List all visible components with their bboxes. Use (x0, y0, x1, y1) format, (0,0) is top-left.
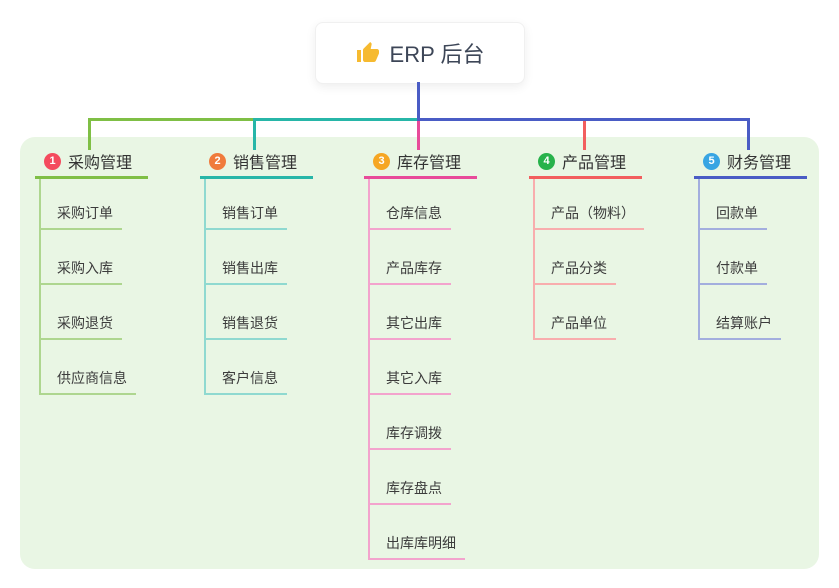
branch-header-5[interactable]: 5 财务管理 (694, 146, 807, 179)
connector-drop (417, 121, 420, 150)
child-node[interactable]: 结算账户 (698, 312, 781, 340)
child-node[interactable]: 采购退货 (39, 312, 122, 340)
branch-trunk-line (698, 179, 700, 340)
child-node[interactable]: 产品（物料） (533, 202, 644, 230)
child-node[interactable]: 采购入库 (39, 257, 122, 285)
child-node[interactable]: 付款单 (698, 257, 767, 285)
branch-label: 采购管理 (68, 155, 133, 172)
branch-label: 产品管理 (562, 155, 627, 172)
root-connector-line (417, 82, 420, 121)
branch-label: 库存管理 (397, 155, 462, 172)
child-node[interactable]: 库存盘点 (368, 477, 451, 505)
child-node[interactable]: 其它入库 (368, 367, 451, 395)
connector-drop (747, 118, 750, 150)
connector-drop (253, 118, 256, 150)
root-node-label: ERP 后台 (389, 42, 485, 67)
branch-header-1[interactable]: 1 采购管理 (35, 146, 148, 179)
branch-trunk-line (533, 179, 535, 340)
branch-number-badge: 1 (44, 152, 61, 170)
branch-header-4[interactable]: 4 产品管理 (529, 146, 642, 179)
child-node[interactable]: 销售退货 (204, 312, 287, 340)
child-node[interactable]: 客户信息 (204, 367, 287, 395)
child-node[interactable]: 库存调拨 (368, 422, 451, 450)
child-node[interactable]: 出库库明细 (368, 532, 465, 560)
child-node[interactable]: 仓库信息 (368, 202, 451, 230)
connector-bus-segment (253, 118, 420, 121)
child-node[interactable]: 产品库存 (368, 257, 451, 285)
child-node[interactable]: 其它出库 (368, 312, 451, 340)
connector-bus-segment (88, 118, 256, 121)
child-node[interactable]: 产品单位 (533, 312, 616, 340)
branch-header-3[interactable]: 3 库存管理 (364, 146, 477, 179)
branch-number-badge: 4 (538, 152, 555, 170)
child-node[interactable]: 回款单 (698, 202, 767, 230)
branch-label: 销售管理 (233, 155, 298, 172)
branch-trunk-line (204, 179, 206, 395)
thumbs-up-icon (356, 41, 380, 65)
branch-label: 财务管理 (727, 155, 792, 172)
branch-trunk-line (39, 179, 41, 395)
root-node[interactable]: ERP 后台 (315, 22, 525, 84)
branch-header-2[interactable]: 2 销售管理 (200, 146, 313, 179)
connector-drop (583, 121, 586, 150)
child-node[interactable]: 产品分类 (533, 257, 616, 285)
branch-number-badge: 3 (373, 152, 390, 170)
child-node[interactable]: 销售订单 (204, 202, 287, 230)
connector-drop (88, 118, 91, 150)
child-node[interactable]: 供应商信息 (39, 367, 136, 395)
connector-bus-segment (417, 118, 750, 121)
branch-number-badge: 5 (703, 152, 720, 170)
diagram-canvas (20, 137, 819, 569)
branch-number-badge: 2 (209, 152, 226, 170)
child-node[interactable]: 采购订单 (39, 202, 122, 230)
branch-trunk-line (368, 179, 370, 560)
child-node[interactable]: 销售出库 (204, 257, 287, 285)
